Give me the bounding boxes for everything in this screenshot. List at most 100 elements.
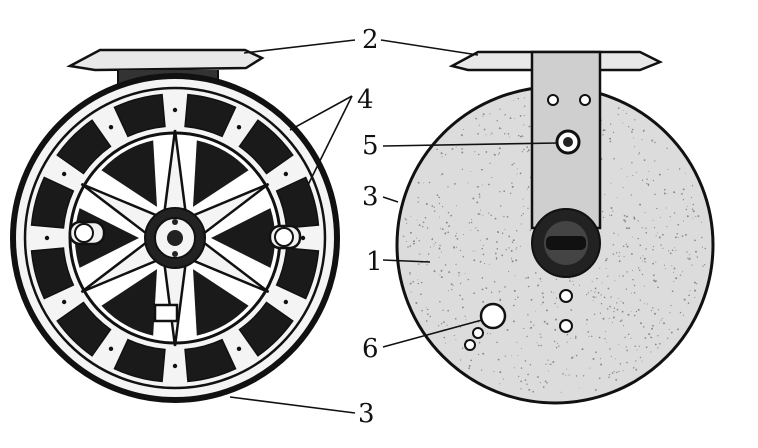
stipple-dot xyxy=(609,348,611,350)
stipple-dot xyxy=(448,271,451,274)
stipple-dot xyxy=(478,193,481,196)
stipple-dot xyxy=(587,292,590,294)
stipple-dot xyxy=(590,335,593,338)
stipple-dot xyxy=(420,293,422,296)
stipple-dot xyxy=(465,319,467,321)
stipple-dot xyxy=(618,255,620,257)
rim-window xyxy=(56,301,112,357)
stipple-dot xyxy=(568,374,570,376)
rim-window xyxy=(113,93,166,138)
stipple-dot xyxy=(503,215,505,218)
stipple-dot xyxy=(412,280,415,283)
stipple-dot xyxy=(439,244,441,247)
stipple-dot xyxy=(513,162,515,165)
stipple-dot xyxy=(459,282,462,285)
stipple-dot xyxy=(641,139,643,141)
stipple-dot xyxy=(658,173,661,176)
stipple-dot xyxy=(627,313,630,316)
stipple-dot xyxy=(439,300,441,303)
stipple-dot xyxy=(655,261,657,263)
stipple-dot xyxy=(455,338,457,340)
stipple-dot xyxy=(451,288,453,291)
stipple-dot xyxy=(685,208,688,211)
stipple-dot xyxy=(654,160,656,162)
stipple-dot xyxy=(571,356,574,359)
stipple-dot xyxy=(528,125,530,128)
stipple-dot xyxy=(593,296,595,299)
stipple-dot xyxy=(682,314,684,316)
stipple-dot xyxy=(514,275,516,277)
stipple-dot xyxy=(623,256,625,258)
stipple-dot xyxy=(499,108,501,110)
stipple-dot xyxy=(417,282,420,285)
stipple-dot xyxy=(633,217,636,220)
stipple-dot xyxy=(621,319,623,321)
rim-window xyxy=(30,247,75,300)
stipple-dot xyxy=(405,219,407,221)
stipple-dot xyxy=(441,228,444,230)
stipple-dot xyxy=(480,209,482,211)
stipple-dot xyxy=(475,227,477,229)
stipple-dot xyxy=(448,225,450,227)
stipple-dot xyxy=(600,302,603,305)
stipple-dot xyxy=(637,308,640,311)
stipple-dot xyxy=(660,217,661,219)
stipple-dot xyxy=(504,228,506,230)
stipple-dot xyxy=(421,281,423,284)
stipple-dot xyxy=(653,226,656,229)
stipple-dot xyxy=(513,289,516,292)
stipple-dot xyxy=(566,333,569,336)
stipple-dot xyxy=(474,250,476,252)
stipple-dot xyxy=(602,134,604,136)
stipple-dot xyxy=(652,219,654,221)
stipple-dot xyxy=(407,246,409,248)
stipple-dot xyxy=(519,172,522,175)
stipple-dot xyxy=(625,243,627,245)
stipple-dot xyxy=(496,341,498,344)
stipple-dot xyxy=(701,221,703,223)
stipple-dot xyxy=(691,264,693,266)
stipple-dot xyxy=(442,206,444,208)
stipple-dot xyxy=(651,139,654,142)
stipple-dot xyxy=(640,322,642,325)
stipple-dot xyxy=(447,186,449,188)
stipple-dot xyxy=(526,188,528,190)
stipple-dot xyxy=(659,322,660,324)
stipple-dot xyxy=(612,244,615,246)
stipple-dot xyxy=(426,264,428,266)
stipple-dot xyxy=(641,360,643,362)
stipple-dot xyxy=(687,302,690,304)
stipple-dot xyxy=(532,390,535,393)
stipple-dot xyxy=(643,285,645,287)
stipple-dot xyxy=(527,149,530,152)
stipple-dot xyxy=(619,320,622,322)
stipple-dot xyxy=(444,153,447,156)
stipple-dot xyxy=(635,360,637,362)
rim-rivet xyxy=(108,124,114,130)
stipple-dot xyxy=(540,336,542,339)
stipple-dot xyxy=(605,341,607,343)
stipple-dot xyxy=(609,140,612,143)
rim-rivet xyxy=(236,346,242,352)
stipple-dot xyxy=(537,376,539,378)
stipple-dot xyxy=(461,306,464,309)
stipple-dot xyxy=(482,253,485,256)
stipple-dot xyxy=(628,227,630,230)
stipple-dot xyxy=(461,151,464,154)
stipple-dot xyxy=(536,342,538,344)
stipple-dot xyxy=(639,356,642,359)
stipple-dot xyxy=(610,207,613,209)
stipple-dot xyxy=(638,152,641,154)
stipple-dot xyxy=(692,217,694,219)
stipple-dot xyxy=(657,347,659,349)
stipple-dot xyxy=(591,280,593,283)
stipple-dot xyxy=(677,223,680,226)
leader-lines xyxy=(229,39,559,414)
stipple-dot xyxy=(451,148,454,150)
stipple-dot xyxy=(652,324,654,327)
stipple-dot xyxy=(460,134,463,137)
stipple-dot xyxy=(438,257,440,258)
stipple-dot xyxy=(443,336,446,339)
stipple-dot xyxy=(602,210,604,213)
stipple-dot xyxy=(447,231,450,234)
